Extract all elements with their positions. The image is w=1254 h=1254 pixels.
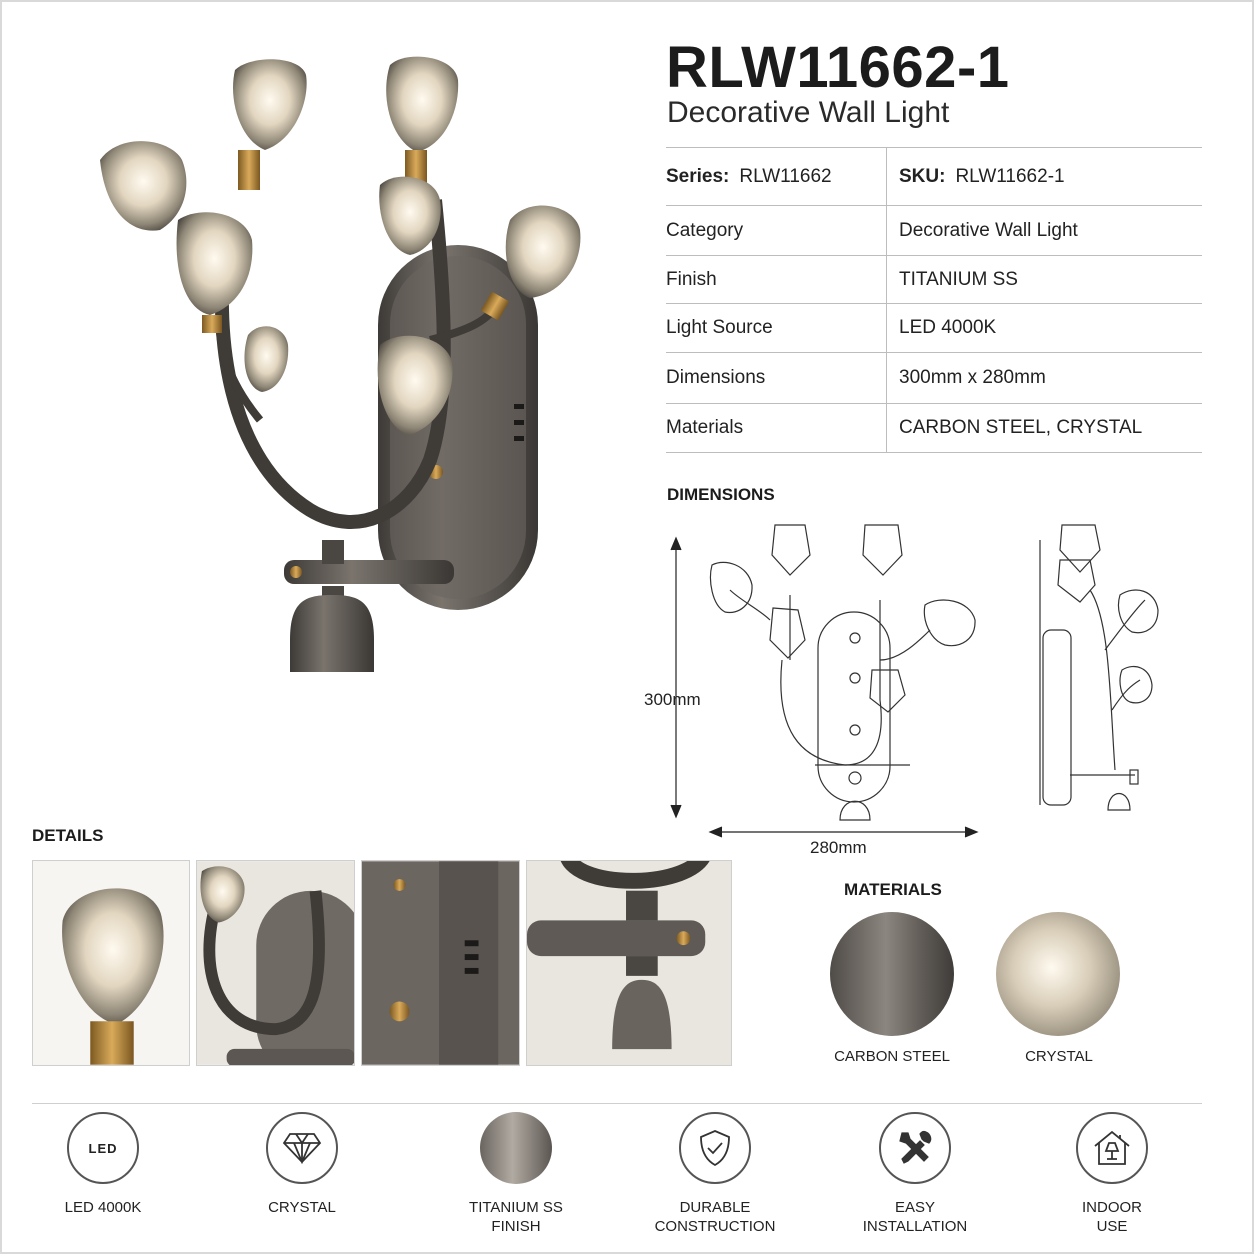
spec-label: Light Source (666, 304, 887, 352)
dimensions-heading: DIMENSIONS (667, 485, 775, 504)
spec-value: CARBON STEEL, CRYSTAL (899, 417, 1143, 438)
feature-line: USE (1096, 1218, 1128, 1235)
crystal-swatch (996, 912, 1120, 1036)
details-heading: DETAILS (32, 826, 104, 845)
spec-value: TITANIUM SS (899, 268, 1018, 290)
spec-row: Finish TITANIUM SS (666, 255, 1202, 303)
shield-check-icon (679, 1112, 751, 1184)
feature-indoor: INDOOR USE (1027, 1112, 1197, 1236)
spec-row-series-sku: Series: RLW11662 SKU: RLW11662-1 (666, 147, 1202, 205)
feature-durable: DURABLE CONSTRUCTION (630, 1112, 800, 1236)
spec-row: Materials CARBON STEEL, CRYSTAL (666, 403, 1202, 453)
diamond-icon (266, 1112, 338, 1184)
spec-label: Dimensions (666, 353, 887, 403)
spec-table: Series: RLW11662 SKU: RLW11662-1 Categor… (666, 147, 1202, 453)
crystal-label: CRYSTAL (1025, 1048, 1093, 1065)
feature-line: FINISH (491, 1218, 541, 1235)
feature-installation: EASY INSTALLATION (830, 1112, 1000, 1236)
spec-value: LED 4000K (899, 317, 997, 338)
detail-photo-backplate (361, 860, 520, 1066)
feature-line: CRYSTAL (268, 1199, 336, 1216)
series-cell: Series: RLW11662 (666, 148, 887, 205)
led-badge: LED (88, 1140, 118, 1156)
product-photo (100, 56, 581, 672)
feature-line: TITANIUM SS (469, 1199, 563, 1216)
height-dimension: 300mm (644, 690, 701, 709)
spec-label: Finish (666, 256, 887, 303)
series-value: RLW11662 (739, 165, 832, 187)
width-dimension: 280mm (810, 838, 867, 857)
materials-heading: MATERIALS (844, 880, 942, 899)
sku-value: RLW11662-1 (955, 165, 1065, 187)
detail-photo-arm (196, 860, 355, 1066)
sku-label: SKU: (899, 165, 946, 187)
feature-line: INSTALLATION (862, 1218, 968, 1235)
carbon-steel-label: CARBON STEEL (834, 1048, 950, 1065)
feature-line: LED 4000K (64, 1199, 142, 1216)
spec-row: Category Decorative Wall Light (666, 205, 1202, 255)
spec-value: 300mm x 280mm (899, 367, 1046, 388)
feature-crystal: CRYSTAL (217, 1112, 387, 1217)
feature-led: LED LED 4000K (18, 1112, 188, 1217)
feature-line: INDOOR (1082, 1199, 1142, 1216)
feature-line: DURABLE (679, 1199, 751, 1216)
feature-divider (32, 1103, 1202, 1104)
series-label: Series: (666, 165, 730, 187)
feature-line: EASY (894, 1199, 936, 1216)
spec-row: Dimensions 300mm x 280mm (666, 352, 1202, 403)
feature-line: CONSTRUCTION (654, 1218, 776, 1235)
carbon-steel-swatch (830, 912, 954, 1036)
finish-swatch-icon (480, 1112, 552, 1184)
product-name: Decorative Wall Light (667, 96, 950, 129)
detail-photo-cup (526, 860, 732, 1066)
house-lamp-icon (1076, 1112, 1148, 1184)
tools-icon (879, 1112, 951, 1184)
spec-label: Materials (666, 404, 887, 452)
detail-photo-crystal (32, 860, 190, 1066)
led-icon: LED (67, 1112, 139, 1184)
model-title: RLW11662-1 (666, 35, 1010, 100)
dimension-drawing (670, 524, 1159, 838)
spec-label: Category (666, 206, 887, 255)
spec-value: Decorative Wall Light (899, 219, 1078, 241)
sku-cell: SKU: RLW11662-1 (887, 148, 1202, 205)
spec-row: Light Source LED 4000K (666, 303, 1202, 352)
feature-finish: TITANIUM SS FINISH (431, 1112, 601, 1236)
